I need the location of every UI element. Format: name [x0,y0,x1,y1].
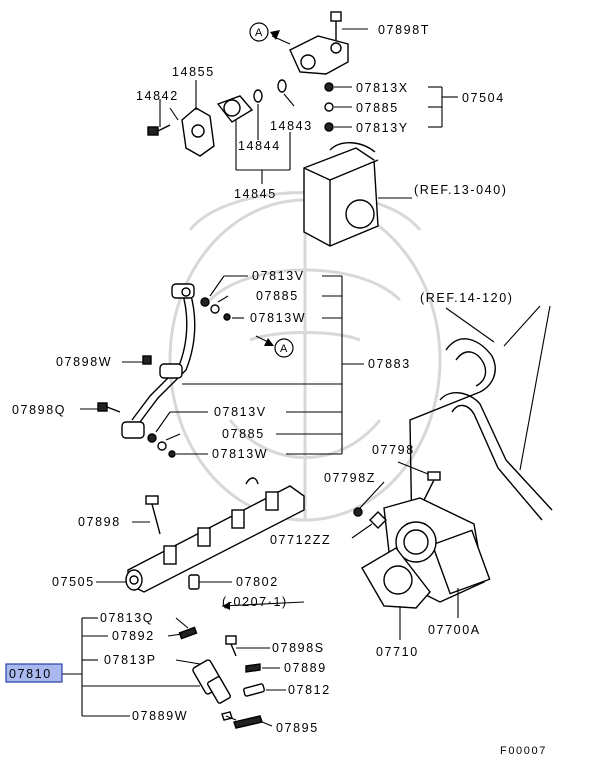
label-14845[interactable]: 14845 [234,187,277,201]
label-07710[interactable]: 07710 [376,645,419,659]
callout-a-mid-label: A [280,343,288,355]
label-07813Y[interactable]: 07813Y [356,121,409,135]
injector-assembly [178,626,265,729]
label-07813V-a[interactable]: 07813V [252,269,305,283]
label-14842[interactable]: 14842 [136,89,179,103]
fuel-rail-parts [125,477,305,593]
label-07898T[interactable]: 07898T [378,23,430,37]
label-07813W-a[interactable]: 07813W [250,311,306,325]
callout-a-top-label: A [255,27,263,39]
label-07889[interactable]: 07889 [284,661,327,675]
label-14843[interactable]: 14843 [270,119,313,133]
label-07898Q[interactable]: 07898Q [12,403,66,417]
part-labels: 07898T 07504 07813X 07885 07813Y 14855 1… [9,23,547,757]
label-ref-14-120[interactable]: (REF.14-120) [420,291,514,305]
label-07712ZZ[interactable]: 07712ZZ [270,533,331,547]
figure-code: F00007 [500,745,547,757]
label-07505[interactable]: 07505 [52,575,95,589]
label-07885-mid-b[interactable]: 07885 [222,427,265,441]
label-date-range: (-0207·1) [222,595,288,609]
label-07798[interactable]: 07798 [372,443,415,457]
throttle-body-parts [353,471,491,609]
label-07810[interactable]: 07810 [9,667,52,681]
label-07700A[interactable]: 07700A [428,623,481,637]
label-07885-mid-a[interactable]: 07885 [256,289,299,303]
callout-a-mid: A [255,335,294,358]
label-07895[interactable]: 07895 [276,721,319,735]
label-07813X[interactable]: 07813X [356,81,409,95]
callout-a-top: A [249,22,291,45]
label-07889W[interactable]: 07889W [132,709,188,723]
middle-leaders [80,275,364,455]
top-bracket-parts [147,11,379,247]
label-07812[interactable]: 07812 [288,683,331,697]
assembly-highlight-box [5,663,63,683]
label-07813V-b[interactable]: 07813V [214,405,267,419]
label-07798Z[interactable]: 07798Z [324,471,376,485]
label-14855[interactable]: 14855 [172,65,215,79]
label-14844[interactable]: 14844 [238,139,281,153]
label-07898[interactable]: 07898 [78,515,121,529]
lower-leaders [96,461,459,640]
label-07885-top[interactable]: 07885 [356,101,399,115]
label-07813Q[interactable]: 07813Q [100,611,154,625]
label-07892[interactable]: 07892 [112,629,155,643]
label-ref-13-040[interactable]: (REF.13-040) [414,183,508,197]
label-07802[interactable]: 07802 [236,575,279,589]
injector-leaders [62,601,305,727]
top-leaders [159,28,458,199]
label-07898S[interactable]: 07898S [272,641,325,655]
label-07813P[interactable]: 07813P [104,653,157,667]
injection-pipe-parts [97,283,231,458]
label-07898W[interactable]: 07898W [56,355,112,369]
label-07883[interactable]: 07883 [368,357,411,371]
label-07813W-b[interactable]: 07813W [212,447,268,461]
label-07504[interactable]: 07504 [462,91,505,105]
